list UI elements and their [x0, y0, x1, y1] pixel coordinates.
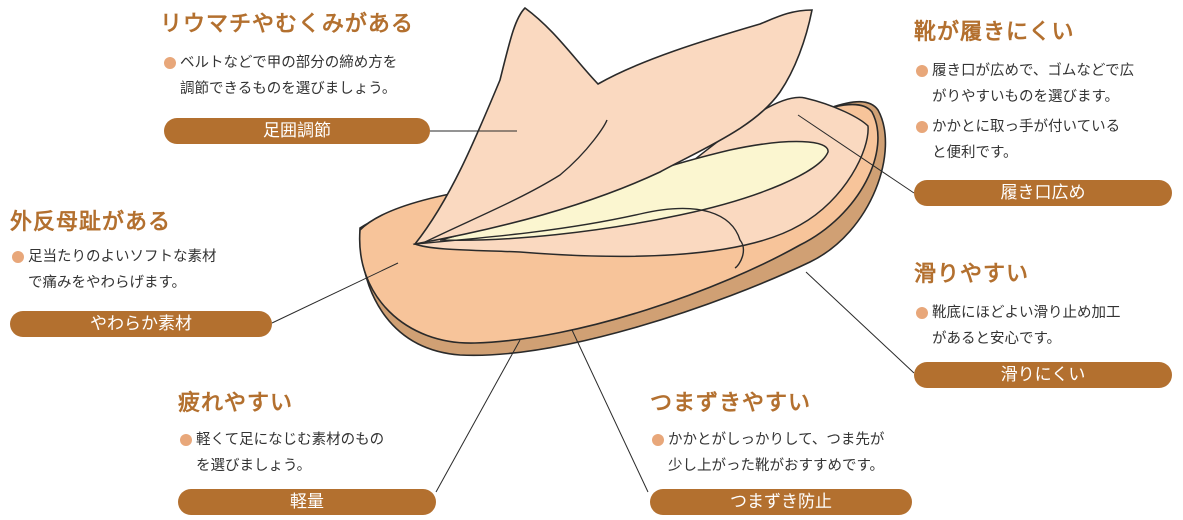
- heading-slippery: 滑りやすい: [914, 262, 1030, 287]
- leader-line-tripping: [571, 329, 649, 493]
- heading-rheumatism: リウマチやむくみがある: [160, 12, 414, 37]
- bullet-dot-icon: [652, 434, 664, 446]
- bullet-rheumatism-1: ベルトなどで甲の部分の締め方を 調節できるものを選びましょう。: [164, 50, 414, 102]
- bullet-text: 靴底にほどよい滑り止め加工 があると安心です。: [932, 305, 1121, 347]
- callout-rheumatism: リウマチやむくみがある ベルトなどで甲の部分の締め方を 調節できるものを選びまし…: [160, 6, 414, 102]
- heading-hallux: 外反母趾がある: [10, 210, 172, 235]
- label-pill-rheumatism: 足囲調節: [164, 118, 430, 144]
- bullet-text: ベルトなどで甲の部分の締め方を 調節できるものを選びましょう。: [180, 55, 398, 97]
- inner-lining: [414, 207, 744, 269]
- shoe-flap: [413, 6, 813, 246]
- bullet-text: 軽くて足になじむ素材のもの を選びましょう。: [196, 432, 385, 474]
- bullet-dot-icon: [12, 251, 24, 263]
- bullet-hallux-1: 足当たりのよいソフトな素材 で痛みをやわらげます。: [12, 244, 217, 296]
- leader-line-hard-to-wear: [797, 114, 915, 194]
- leader-line-hallux: [271, 262, 399, 324]
- bullet-fatigue-1: 軽くて足になじむ素材のもの を選びましょう。: [180, 427, 384, 479]
- bullet-dot-icon: [916, 307, 928, 319]
- heading-fatigue: 疲れやすい: [178, 391, 294, 416]
- leader-line-fatigue: [435, 339, 521, 493]
- heading-tripping: つまずきやすい: [650, 391, 812, 416]
- bullet-hard-to-wear-1: 履き口が広めで、ゴムなどで広 がりやすいものを選びます。: [916, 58, 1134, 110]
- label-pill-hallux: やわらか素材: [10, 311, 272, 337]
- callout-fatigue: 疲れやすい 軽くて足になじむ素材のもの を選びましょう。: [178, 385, 384, 479]
- flap-crease: [424, 119, 608, 243]
- bullet-text: かかとに取っ手が付いている と便利です。: [932, 119, 1121, 161]
- callout-hard-to-wear: 靴が履きにくい 履き口が広めで、ゴムなどで広 がりやすいものを選びます。 かかと…: [914, 14, 1134, 166]
- bullet-slippery-1: 靴底にほどよい滑り止め加工 があると安心です。: [916, 300, 1121, 352]
- bullet-dot-icon: [180, 434, 192, 446]
- label-pill-hard-to-wear: 履き口広め: [914, 180, 1172, 206]
- bullet-text: 履き口が広めで、ゴムなどで広 がりやすいものを選びます。: [932, 63, 1135, 105]
- leader-line-slippery: [805, 271, 915, 374]
- label-pill-tripping: つまずき防止: [650, 489, 912, 515]
- callout-slippery: 滑りやすい 靴底にほどよい滑り止め加工 があると安心です。: [914, 256, 1121, 352]
- bullet-text: 足当たりのよいソフトな素材 で痛みをやわらげます。: [28, 249, 217, 291]
- heading-hard-to-wear: 靴が履きにくい: [914, 20, 1075, 45]
- label-pill-slippery: 滑りにくい: [914, 362, 1172, 388]
- bullet-text: かかとがしっかりして、つま先が 少し上がった靴がおすすめです。: [668, 432, 885, 474]
- bullet-tripping-1: かかとがしっかりして、つま先が 少し上がった靴がおすすめです。: [652, 427, 884, 479]
- callout-hallux: 外反母趾がある 足当たりのよいソフトな素材 で痛みをやわらげます。: [10, 204, 217, 296]
- callout-tripping: つまずきやすい かかとがしっかりして、つま先が 少し上がった靴がおすすめです。: [650, 385, 884, 479]
- bullet-dot-icon: [164, 57, 176, 69]
- label-pill-fatigue: 軽量: [178, 489, 436, 515]
- bullet-dot-icon: [916, 65, 928, 77]
- bullet-dot-icon: [916, 121, 928, 133]
- bullet-hard-to-wear-2: かかとに取っ手が付いている と便利です。: [916, 114, 1134, 166]
